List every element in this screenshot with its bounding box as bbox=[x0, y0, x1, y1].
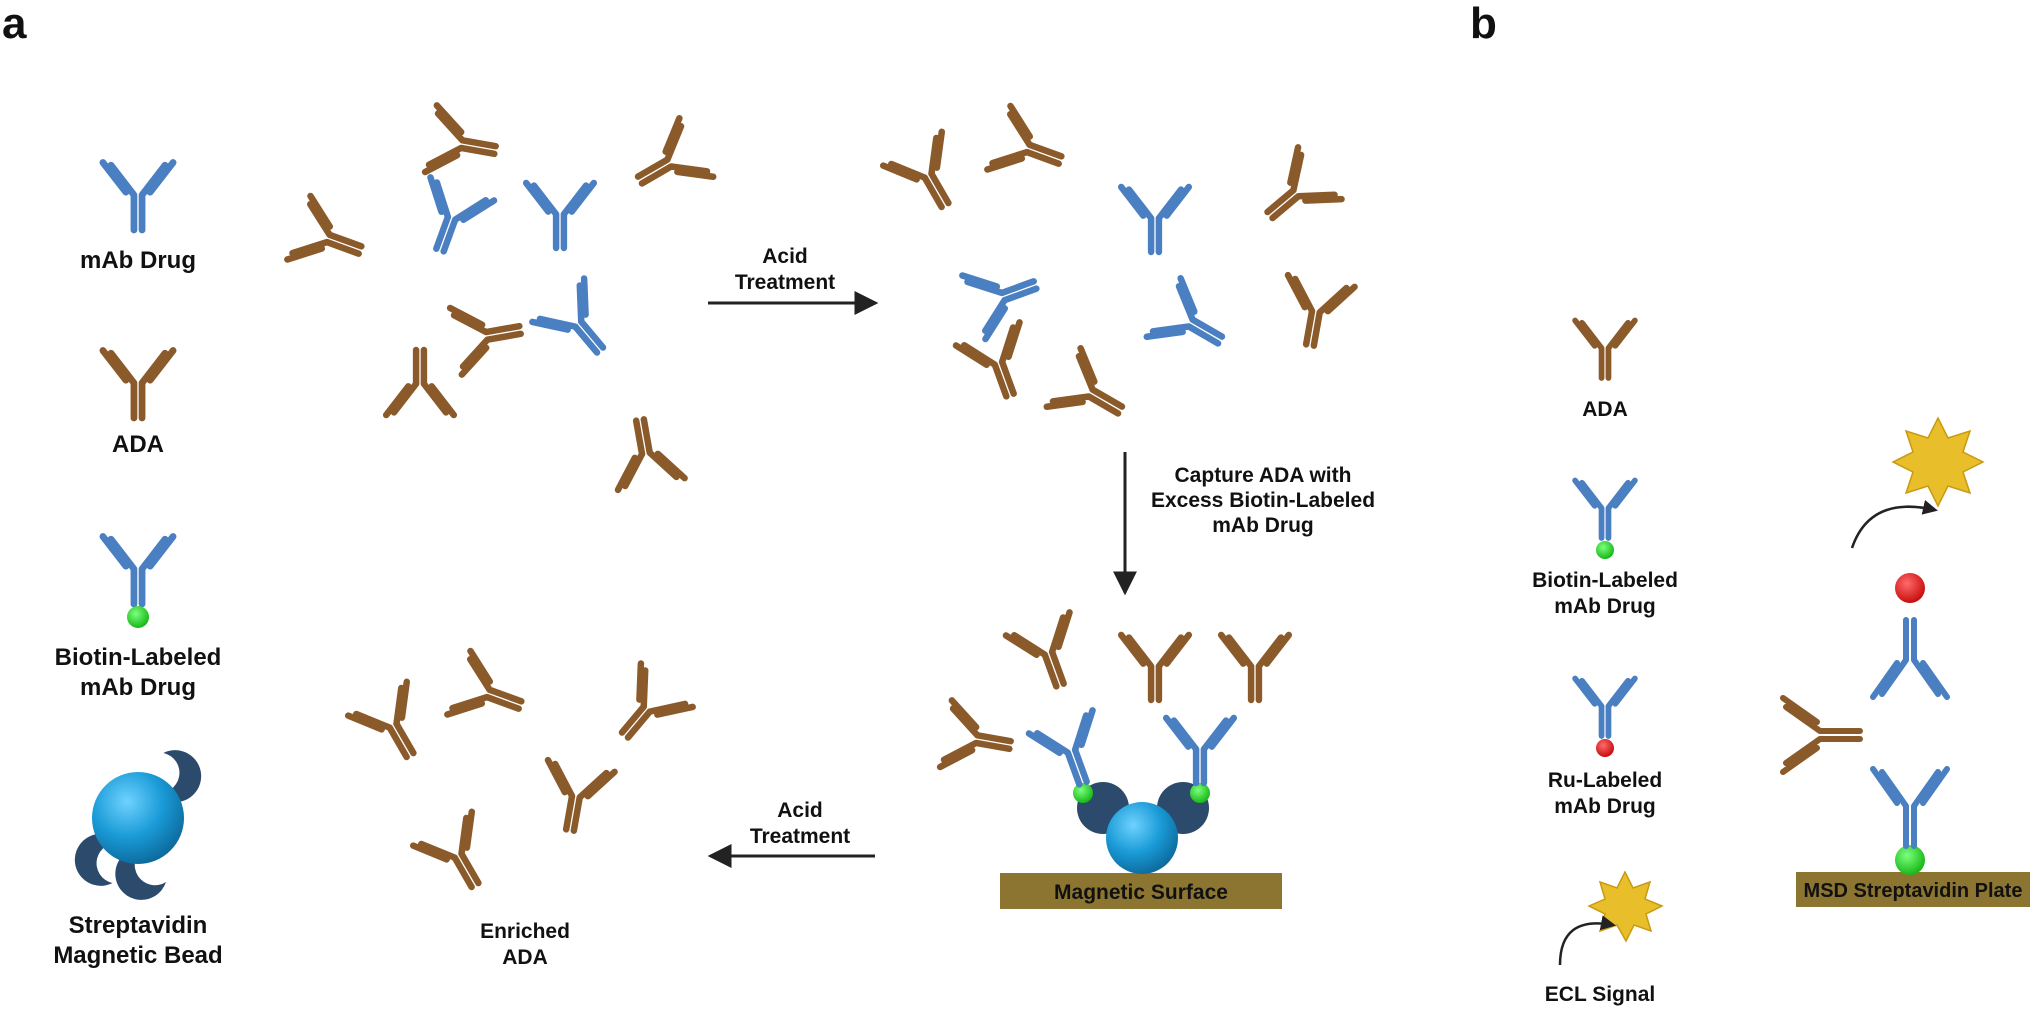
legend-b-ada-icon bbox=[1575, 321, 1635, 379]
acid-treatment-2-line2: Treatment bbox=[750, 825, 850, 848]
legend-biotin-label-line1: Biotin-Labeled bbox=[55, 644, 222, 671]
legend-b-ru-line1: Ru-Labeled bbox=[1548, 769, 1662, 792]
legend-b-ru-mab-icon bbox=[1575, 679, 1635, 737]
capture-step-line2: Excess Biotin-Labeled bbox=[1151, 489, 1375, 512]
legend-biotin-label-line2: mAb Drug bbox=[80, 674, 196, 701]
legend-bead-label-line1: Streptavidin bbox=[69, 912, 208, 939]
assay-ecl-star bbox=[1891, 416, 1985, 508]
legend-b-biotin-line1: Biotin-Labeled bbox=[1532, 569, 1678, 592]
legend-b-ru-dot bbox=[1596, 739, 1614, 757]
legend-b-biotin-mab-icon bbox=[1575, 481, 1635, 539]
capture-step-line1: Capture ADA with bbox=[1175, 464, 1352, 487]
msd-plate bbox=[1796, 872, 2030, 907]
assay-ru-dot bbox=[1895, 573, 1925, 603]
legend-b-ecl-icon bbox=[1558, 870, 1664, 966]
acid-treatment-2-line1: Acid bbox=[777, 799, 823, 822]
acid-treatment-1-line1: Acid bbox=[762, 245, 808, 268]
acid-treatment-1-line2: Treatment bbox=[735, 271, 835, 294]
panel-label-b: b bbox=[1470, 0, 1497, 48]
msd-plate-label: MSD Streptavidin Plate bbox=[1804, 880, 2023, 902]
panel-label-a: a bbox=[2, 0, 27, 48]
magnetic-surface bbox=[1000, 873, 1282, 909]
legend-b-ru-line2: mAb Drug bbox=[1554, 795, 1656, 818]
legend-ada-label: ADA bbox=[112, 431, 164, 458]
assay-ada bbox=[1783, 698, 1860, 772]
enriched-ada-line1: Enriched bbox=[480, 920, 570, 943]
biotin-label-icon bbox=[127, 606, 149, 628]
assay-ru-mab bbox=[1873, 620, 1947, 697]
legend-streptavidin-bead-icon bbox=[64, 740, 212, 900]
legend-b-ada-label: ADA bbox=[1582, 398, 1628, 421]
assay-biotin-mab bbox=[1873, 769, 1947, 846]
legend-bead-label-line2: Magnetic Bead bbox=[53, 942, 222, 969]
capture-step-line3: mAb Drug bbox=[1212, 514, 1314, 537]
enriched-ada-cluster bbox=[348, 651, 692, 902]
legend-mab-drug-label: mAb Drug bbox=[80, 247, 196, 274]
magnetic-surface-label: Magnetic Surface bbox=[1054, 881, 1228, 904]
legend-mab-drug-icon bbox=[103, 163, 173, 231]
legend-biotin-mab-icon bbox=[103, 537, 173, 605]
assay-biotin-dot bbox=[1895, 845, 1925, 875]
magnetic-capture-assembly bbox=[940, 612, 1289, 909]
assay-emission-arrow bbox=[1850, 499, 1938, 549]
legend-b-ecl-label: ECL Signal bbox=[1545, 983, 1655, 1006]
bridging-assay bbox=[1783, 416, 2030, 907]
complex-cluster bbox=[287, 105, 713, 489]
magnetic-bead bbox=[1106, 802, 1178, 874]
enriched-ada-line2: ADA bbox=[502, 946, 548, 969]
legend-b-biotin-line2: mAb Drug bbox=[1554, 595, 1656, 618]
legend-ada-icon bbox=[103, 351, 173, 419]
dissociated-antibodies bbox=[883, 106, 1354, 439]
legend-b-biotin-dot bbox=[1596, 541, 1614, 559]
